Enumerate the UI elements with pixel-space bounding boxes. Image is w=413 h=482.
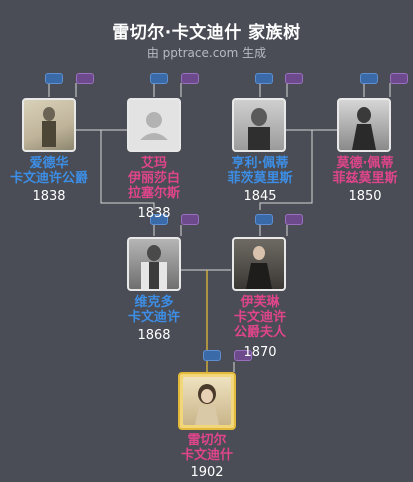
mother-tag[interactable] xyxy=(181,214,199,225)
name-line: 莫德·佩蒂 xyxy=(336,156,394,171)
name-line: 爱德华 xyxy=(29,156,69,171)
descent-connector-evelyn xyxy=(259,130,313,210)
person-photo-edward[interactable] xyxy=(22,98,76,152)
mother-tag[interactable] xyxy=(285,214,303,225)
portrait-figure-icon xyxy=(248,108,270,150)
person-year-emma: 1838 xyxy=(137,206,171,221)
name-line: 菲兹莫里斯 xyxy=(332,171,398,186)
father-tag[interactable] xyxy=(150,214,168,225)
person-photo-evelyn[interactable] xyxy=(232,237,286,291)
name-line: 伊丽莎白 xyxy=(127,171,180,186)
name-line: 亨利·佩蒂 xyxy=(231,156,289,171)
father-tag[interactable] xyxy=(150,73,168,84)
name-line: 菲茨莫里斯 xyxy=(227,171,293,186)
mother-tag[interactable] xyxy=(390,73,408,84)
mother-tag[interactable] xyxy=(76,73,94,84)
father-tag[interactable] xyxy=(255,73,273,84)
person-year-evelyn: 1870 xyxy=(243,345,277,360)
portrait-figure-icon xyxy=(195,384,219,425)
person-photo-henry[interactable] xyxy=(232,98,286,152)
person-name-emma[interactable]: 艾玛 伊丽莎白 拉塞尔斯 xyxy=(104,156,204,201)
descent-connector-victor xyxy=(100,130,155,210)
person-year-victor: 1868 xyxy=(137,328,171,343)
name-line: 卡文迪许 xyxy=(233,310,286,325)
name-line: 雷切尔 xyxy=(187,433,227,448)
person-year-edward: 1838 xyxy=(32,189,66,204)
person-year-maud: 1850 xyxy=(348,189,382,204)
person-year-henry: 1845 xyxy=(243,189,277,204)
name-line: 拉塞尔斯 xyxy=(127,186,180,201)
portrait-figure-icon xyxy=(141,245,167,289)
person-name-victor[interactable]: 维克多 卡文迪许 xyxy=(104,295,204,325)
name-line: 维克多 xyxy=(134,295,174,310)
name-line: 公爵夫人 xyxy=(233,325,286,340)
person-year-rachel: 1902 xyxy=(190,465,224,480)
mother-tag[interactable] xyxy=(234,350,252,361)
father-tag[interactable] xyxy=(255,214,273,225)
name-line: 卡文迪什 xyxy=(180,448,233,463)
father-tag[interactable] xyxy=(360,73,378,84)
portrait-figure-icon xyxy=(246,246,272,289)
name-line: 伊芙琳 xyxy=(240,295,280,310)
person-name-edward[interactable]: 爱德华 卡文迪许公爵 xyxy=(0,156,98,186)
person-name-evelyn[interactable]: 伊芙琳 卡文迪许 公爵夫人 xyxy=(210,295,310,340)
placeholder-avatar-icon xyxy=(140,112,168,140)
person-photo-maud[interactable] xyxy=(337,98,391,152)
page-subtitle: 由 pptrace.com 生成 xyxy=(146,46,267,60)
name-line: 卡文迪许 xyxy=(127,310,180,325)
person-name-rachel[interactable]: 雷切尔 卡文迪什 xyxy=(156,433,258,463)
person-name-henry[interactable]: 亨利·佩蒂 菲茨莫里斯 xyxy=(210,156,310,186)
person-photo-emma[interactable] xyxy=(127,98,181,152)
person-photo-rachel[interactable] xyxy=(178,372,236,430)
mother-tag[interactable] xyxy=(285,73,303,84)
portrait-figure-icon xyxy=(352,107,376,150)
name-line: 艾玛 xyxy=(140,156,167,171)
page-title: 雷切尔·卡文迪什 家族树 xyxy=(112,23,301,43)
person-name-maud[interactable]: 莫德·佩蒂 菲兹莫里斯 xyxy=(316,156,413,186)
father-tag[interactable] xyxy=(45,73,63,84)
portrait-figure-icon xyxy=(42,107,56,147)
person-photo-victor[interactable] xyxy=(127,237,181,291)
mother-tag[interactable] xyxy=(181,73,199,84)
father-tag[interactable] xyxy=(203,350,221,361)
name-line: 卡文迪许公爵 xyxy=(9,171,88,186)
